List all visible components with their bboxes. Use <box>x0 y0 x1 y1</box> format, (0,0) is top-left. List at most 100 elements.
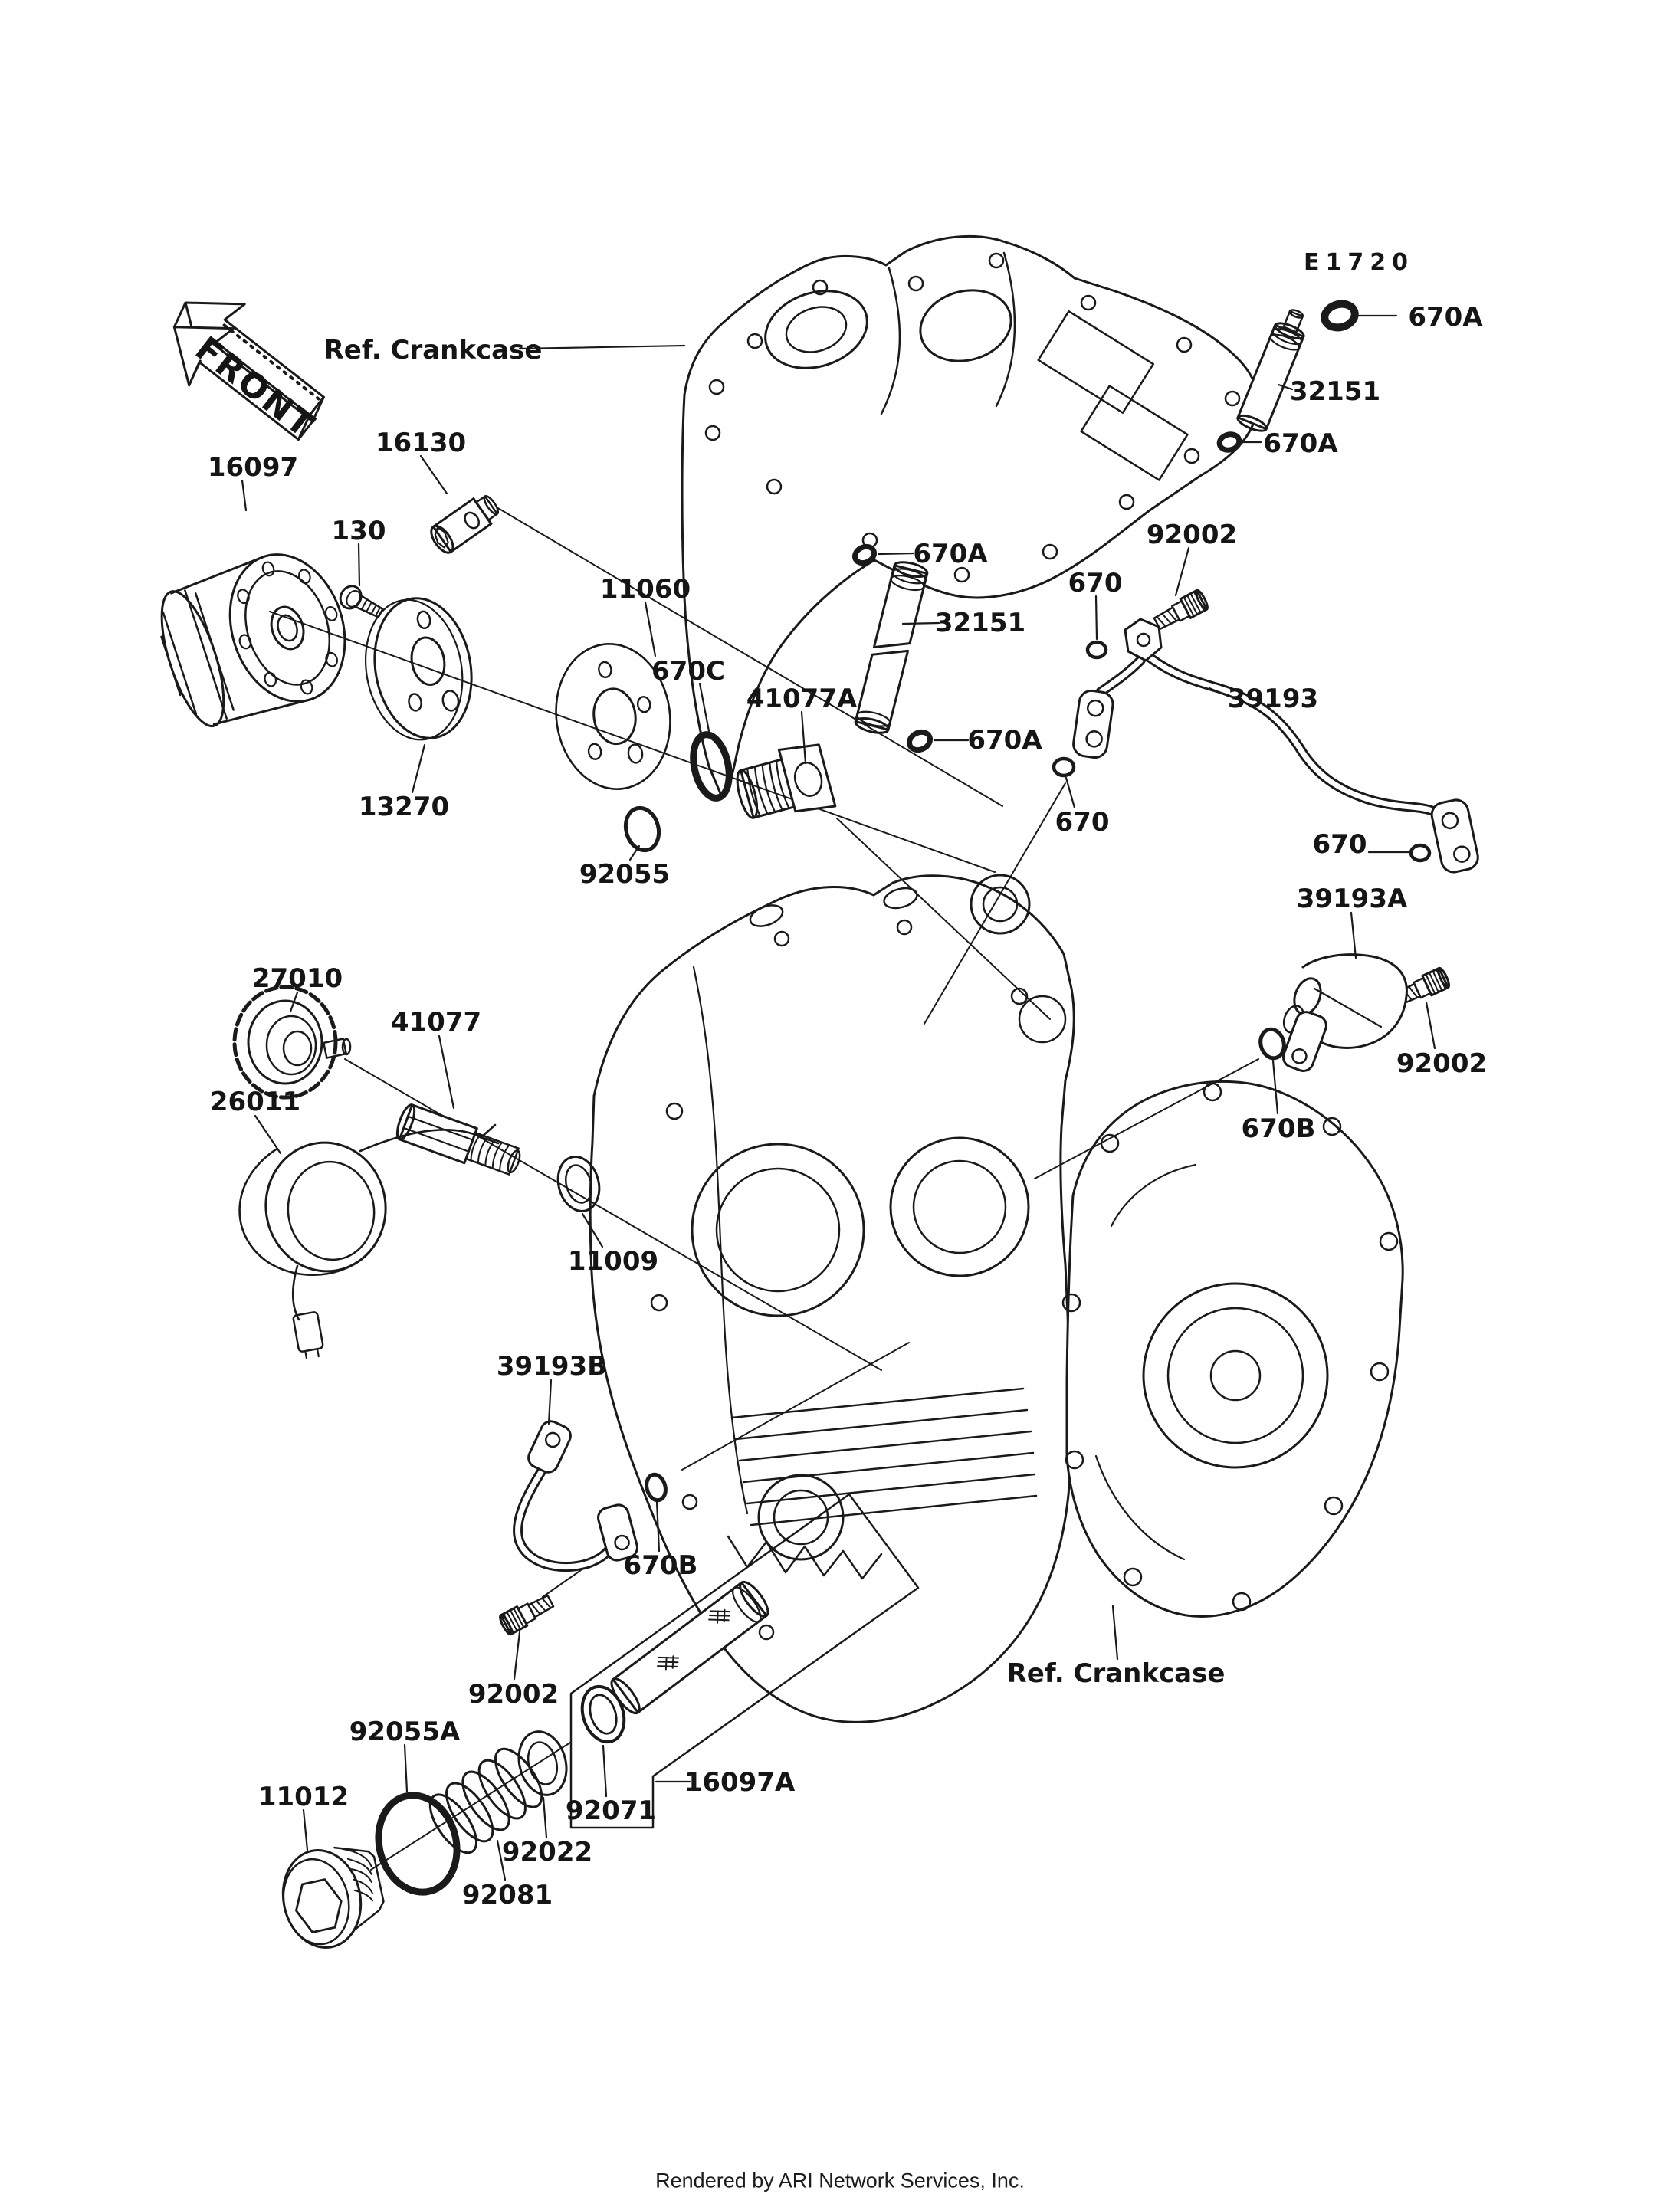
part-label-ref-crankcase-1: Ref. Crankcase <box>324 335 543 366</box>
part-92002-bolt-1 <box>1153 589 1209 631</box>
part-label-92055a: 92055A <box>349 1717 461 1747</box>
part-label-16097a: 16097A <box>684 1767 796 1798</box>
part-number-labels: E1720 670A 32151 670A Ref. Crankcase 16097 161… <box>208 249 1487 1910</box>
part-label-27010: 27010 <box>252 963 343 994</box>
leader-line-39193b <box>547 1379 553 1425</box>
part-11012-plug <box>281 1846 385 1949</box>
axis-line-2 <box>836 818 1051 1020</box>
part-label-670a-4: 670A <box>967 725 1042 756</box>
part-92022-washer <box>517 1730 568 1796</box>
part-label-670a-1: 670A <box>1408 302 1483 333</box>
part-32151-tube-top <box>1236 309 1305 432</box>
leader-line-670b-2 <box>655 1500 661 1553</box>
leader-line-670-2 <box>1065 776 1076 809</box>
axis-line-3 <box>924 782 1066 1025</box>
part-92055-oring <box>623 805 661 853</box>
leader-line-670b-1 <box>1271 1059 1279 1115</box>
axis-line-0 <box>269 611 996 873</box>
leader-line-27010 <box>289 991 299 1013</box>
part-39193b-pipe <box>513 1420 638 1572</box>
part-label-670b-2: 670B <box>624 1550 698 1581</box>
crankcase-cover-drawing <box>1061 1080 1404 1618</box>
part-label-ref-crankcase-2: Ref. Crankcase <box>1007 1658 1226 1689</box>
axis-line-1 <box>496 507 1003 807</box>
part-92002-bolt-3 <box>499 1594 555 1636</box>
part-label-11009: 11009 <box>568 1246 658 1277</box>
part-label-39193a: 39193A <box>1297 884 1408 914</box>
axis-line-4 <box>1034 1058 1259 1179</box>
part-39193a-pipe <box>1281 953 1408 1072</box>
part-label-670a-2: 670A <box>1263 428 1338 459</box>
part-label-e1720: E1720 <box>1304 249 1414 276</box>
leader-line-92002-3 <box>513 1631 521 1681</box>
leader-line-92081 <box>496 1839 507 1881</box>
leader-line-16097 <box>241 479 248 512</box>
part-label-92081: 92081 <box>462 1880 553 1910</box>
part-label-670-3: 670 <box>1313 829 1367 860</box>
leader-line-ref-crankcase-2 <box>1111 1605 1119 1661</box>
part-label-670-2: 670 <box>1055 807 1110 838</box>
part-11009-washer <box>556 1156 601 1212</box>
part-label-670-1: 670 <box>1068 568 1123 598</box>
leader-line-ref-crankcase-1 <box>518 344 686 350</box>
leader-line-41077 <box>438 1035 455 1110</box>
leader-line-92055 <box>628 844 641 861</box>
part-670b-oring-2 <box>645 1472 668 1503</box>
part-label-670b-1: 670B <box>1242 1113 1316 1144</box>
part-670a-oring-3 <box>851 543 878 566</box>
part-92055a-oring <box>375 1792 461 1896</box>
part-16097a-assembly <box>569 1493 920 1829</box>
part-label-11060: 11060 <box>600 574 691 605</box>
part-label-670c: 670C <box>651 656 725 687</box>
part-label-32151-1: 32151 <box>1290 376 1380 407</box>
part-670-oring-1 <box>1085 640 1108 660</box>
part-label-92002-3: 92002 <box>468 1679 559 1710</box>
leader-line-92071 <box>602 1744 608 1798</box>
part-label-41077: 41077 <box>391 1007 481 1038</box>
part-92071-grommet <box>580 1684 626 1744</box>
leader-line-92022 <box>542 1796 548 1839</box>
part-label-11012: 11012 <box>258 1782 349 1812</box>
leader-line-92002-2 <box>1425 1001 1436 1050</box>
part-27010-oil-pressure-switch <box>232 985 352 1100</box>
leader-line-32151-2 <box>901 621 940 625</box>
part-39193-oil-pipe <box>1072 618 1479 874</box>
part-670-oring-3 <box>1409 843 1432 863</box>
label-leader-lines <box>241 314 1436 1881</box>
part-13270-plate <box>364 597 473 741</box>
axis-line-6 <box>344 1058 882 1371</box>
part-label-39193b: 39193B <box>497 1351 607 1382</box>
leader-line-11009 <box>581 1212 604 1248</box>
part-label-16097: 16097 <box>208 452 298 483</box>
part-41077a-plug <box>736 743 837 819</box>
leader-line-92002-1 <box>1174 546 1190 597</box>
watermark-text: Rendered by ARI Network Services, Inc. <box>655 2169 1025 2192</box>
part-label-26011: 26011 <box>210 1087 300 1117</box>
part-label-13270: 13270 <box>359 792 449 822</box>
orings <box>623 300 1432 1503</box>
part-92081-spring <box>428 1747 543 1854</box>
part-label-16130: 16130 <box>376 428 466 458</box>
part-label-670a-3: 670A <box>913 539 988 569</box>
part-label-39193: 39193 <box>1228 684 1318 714</box>
part-670a-oring-1 <box>1321 300 1359 332</box>
part-label-92022: 92022 <box>502 1837 592 1867</box>
part-16130-fitting <box>430 494 500 554</box>
part-label-32151-2: 32151 <box>935 608 1025 638</box>
part-670c-oring <box>690 731 733 802</box>
part-label-92002-1: 92002 <box>1147 520 1237 550</box>
part-670a-oring-4 <box>906 729 934 753</box>
front-arrow-icon: FRONT <box>172 301 325 446</box>
part-670b-oring-1 <box>1258 1027 1286 1061</box>
leader-line-26011 <box>254 1114 282 1155</box>
leader-line-16130 <box>419 454 448 495</box>
part-label-92002-2: 92002 <box>1396 1048 1487 1079</box>
crankcase-main-drawing <box>589 874 1075 1723</box>
leader-line-13270 <box>411 743 426 794</box>
part-670-oring-2 <box>1052 756 1076 778</box>
leader-line-11060 <box>644 601 657 657</box>
leader-line-39193a <box>1350 911 1357 959</box>
leader-line-670c <box>698 682 710 733</box>
